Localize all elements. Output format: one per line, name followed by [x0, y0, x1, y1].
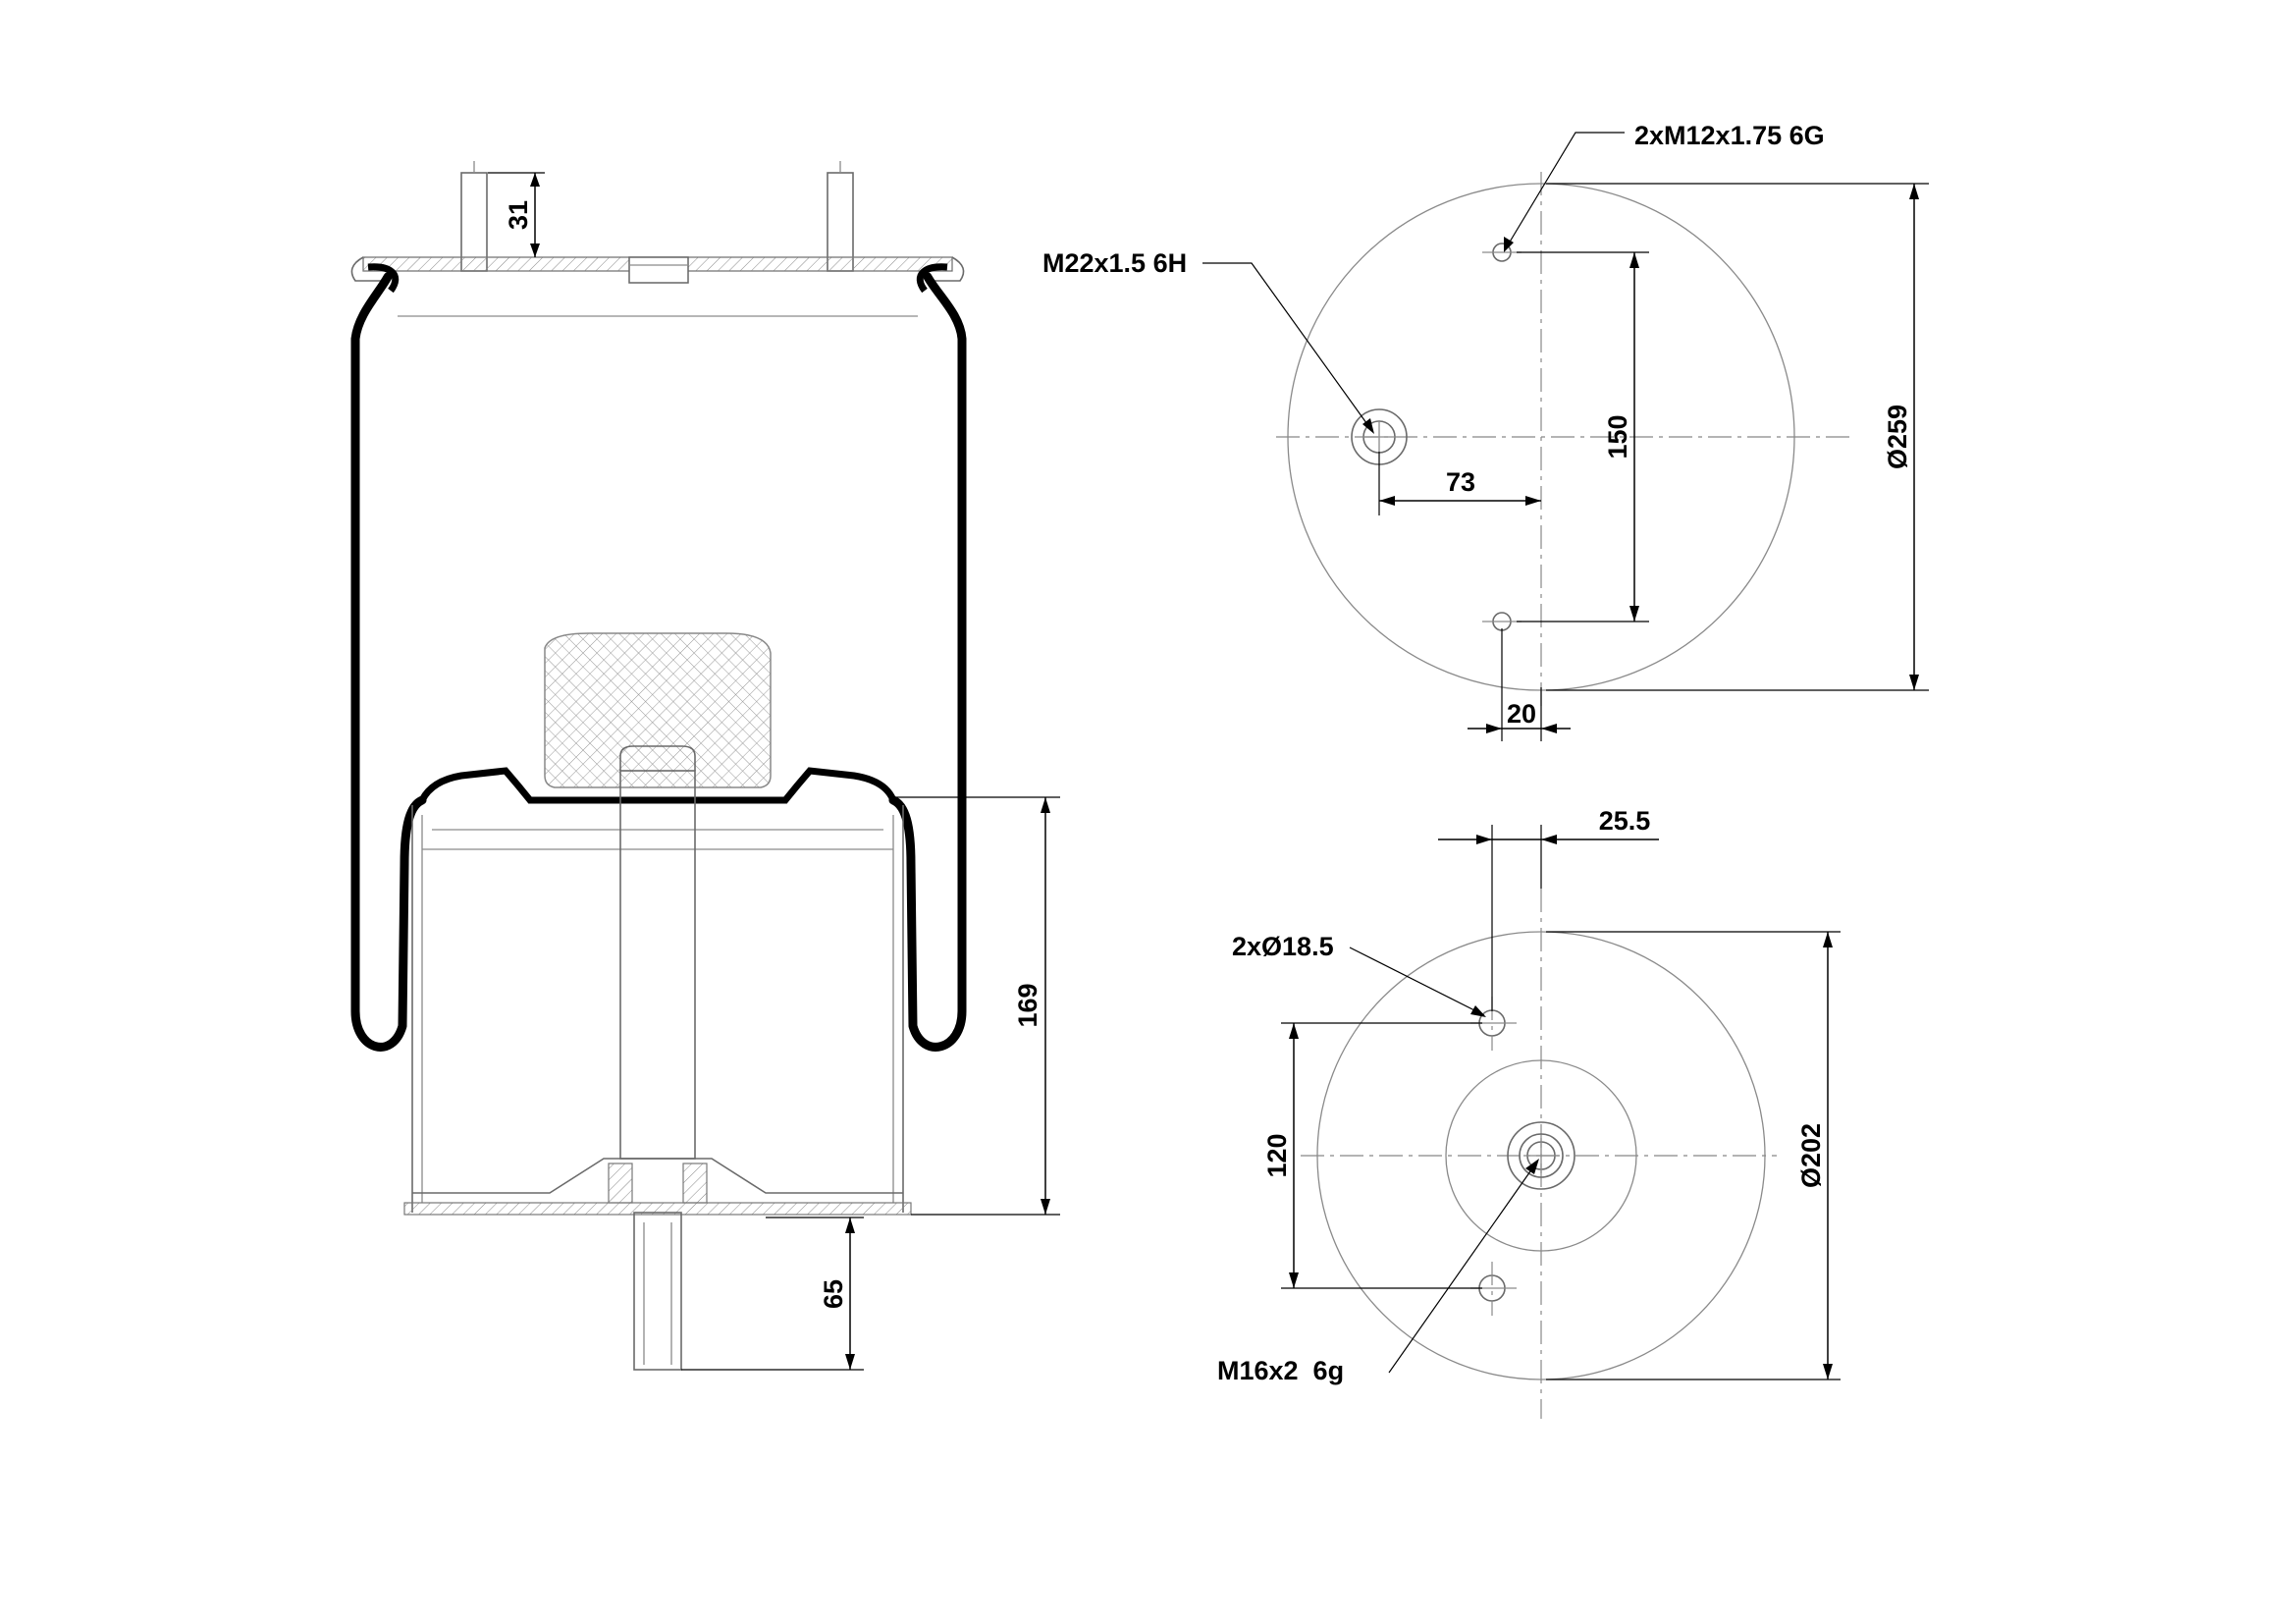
dim-20-label: 20 [1507, 699, 1536, 729]
top-view: 2xM12x1.75 6G M22x1.5 6H 73 150 [1042, 121, 1929, 741]
center-thread [1507, 1121, 1575, 1190]
top-plate [350, 256, 965, 317]
bottom-view: 25.5 2xØ18.5 120 Ø202 [1217, 806, 1841, 1419]
bellows [350, 263, 967, 1052]
dim-d259-label: Ø259 [1883, 405, 1912, 469]
callout-m16-label: M16x2 6g [1217, 1356, 1344, 1385]
dimension-25-5: 25.5 [1438, 806, 1659, 1011]
dimension-120: 120 [1262, 1022, 1482, 1289]
dimension-150: 150 [1517, 251, 1649, 622]
callout-m12-label: 2xM12x1.75 6G [1634, 121, 1825, 150]
callout-holes: 2xØ18.5 [1232, 932, 1486, 1017]
dimension-65: 65 [681, 1217, 864, 1371]
dimension-20: 20 [1468, 628, 1571, 741]
dim-31-label: 31 [504, 200, 533, 230]
dim-d202-label: Ø202 [1796, 1123, 1826, 1188]
center-shaft [608, 745, 708, 1371]
dim-65-label: 65 [819, 1279, 848, 1309]
dim-25-5-label: 25.5 [1599, 806, 1651, 836]
dimension-169: 169 [893, 796, 1060, 1216]
dimension-d259: Ø259 [1546, 183, 1929, 691]
dim-169-label: 169 [1013, 983, 1042, 1027]
callout-holes-label: 2xØ18.5 [1232, 932, 1334, 961]
callout-m22-label: M22x1.5 6H [1042, 248, 1187, 278]
piston [403, 767, 912, 1216]
dim-120-label: 120 [1262, 1133, 1292, 1177]
callout-m12: 2xM12x1.75 6G [1504, 121, 1825, 252]
callout-m16: M16x2 6g [1217, 1159, 1539, 1385]
dimension-d202: Ø202 [1546, 931, 1841, 1380]
dimension-73: 73 [1378, 452, 1541, 515]
bump-stop [544, 632, 772, 788]
dim-73-label: 73 [1446, 467, 1475, 497]
callout-m22: M22x1.5 6H [1042, 248, 1374, 434]
dimension-31: 31 [488, 172, 545, 257]
dim-150-label: 150 [1603, 414, 1632, 459]
side-view: 31 169 65 [350, 161, 1060, 1371]
